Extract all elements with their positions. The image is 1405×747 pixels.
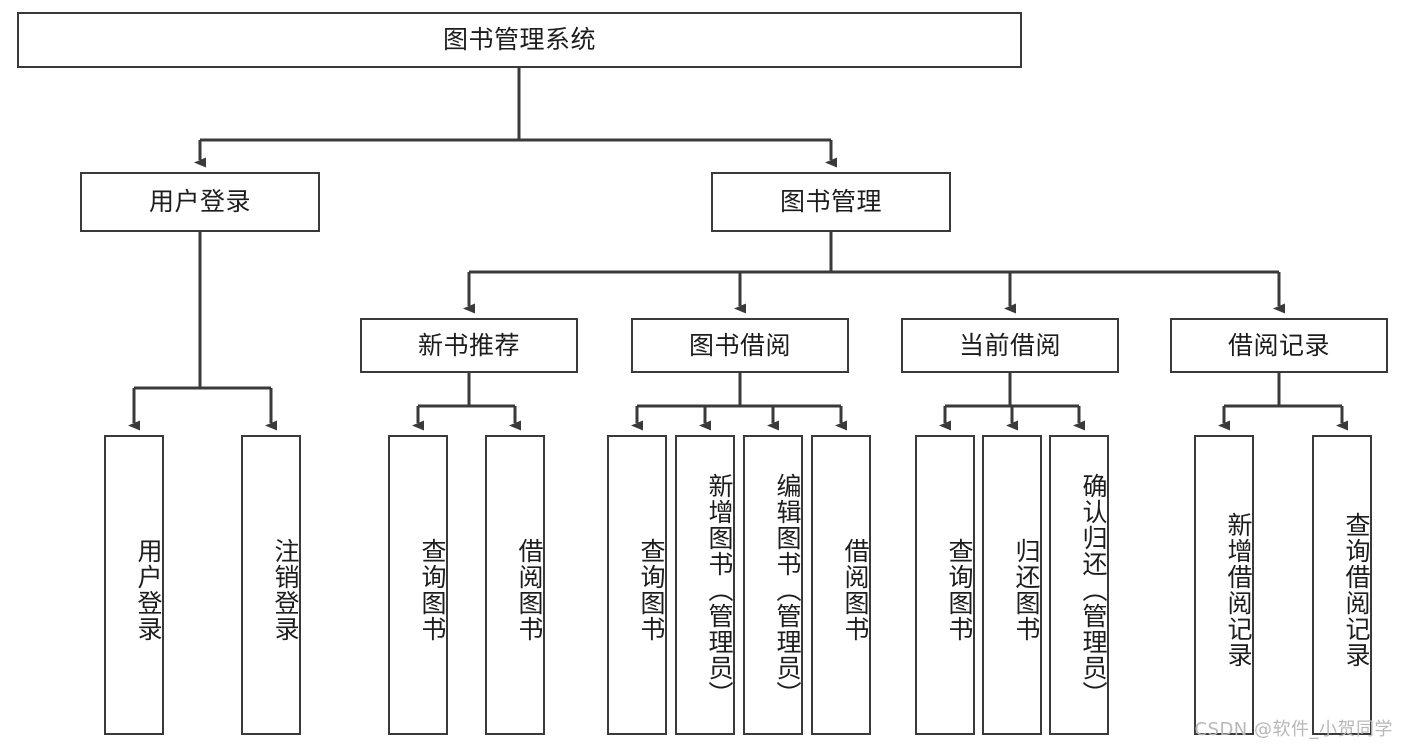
edge-borrowrecord-to-leaves xyxy=(1218,373,1348,431)
node-leaf-query-book-borrow-label: 查询图书 xyxy=(637,538,666,642)
node-book-manage[interactable]: 图书管理 xyxy=(711,172,951,232)
node-leaf-borrow-book-rec-label: 借阅图书 xyxy=(515,538,544,642)
node-leaf-query-book-rec[interactable]: 查询图书 xyxy=(388,435,448,735)
node-book-manage-label: 图书管理 xyxy=(779,187,882,216)
node-leaf-add-book-admin-label: 新增图书（管理员） xyxy=(705,473,734,707)
node-leaf-borrow-book-rec[interactable]: 借阅图书 xyxy=(485,435,545,735)
node-leaf-user-logout-label: 注销登录 xyxy=(271,538,300,642)
node-leaf-user-login[interactable]: 用户登录 xyxy=(104,435,164,735)
node-leaf-query-book-current-label: 查询图书 xyxy=(945,538,974,642)
node-leaf-user-login-label: 用户登录 xyxy=(134,538,163,642)
node-root[interactable]: 图书管理系统 xyxy=(17,12,1022,68)
csdn-watermark: CSDN @软件_小贺同学 xyxy=(1194,719,1393,740)
node-user-login[interactable]: 用户登录 xyxy=(80,172,320,232)
node-book-borrow[interactable]: 图书借阅 xyxy=(631,318,849,373)
node-leaf-add-book-admin[interactable]: 新增图书（管理员） xyxy=(675,435,735,735)
node-leaf-borrow-book[interactable]: 借阅图书 xyxy=(811,435,871,735)
node-leaf-add-borrow-record[interactable]: 新增借阅记录 xyxy=(1194,435,1254,735)
node-leaf-query-book-borrow[interactable]: 查询图书 xyxy=(607,435,667,735)
edge-bookmanage-to-level3 xyxy=(463,232,1285,314)
node-leaf-query-book-rec-label: 查询图书 xyxy=(418,538,447,642)
edge-root-to-level2 xyxy=(194,68,837,168)
node-current-borrow-label: 当前借阅 xyxy=(958,330,1061,360)
edge-newbook-to-leaves xyxy=(412,373,521,431)
edge-currentborrow-to-leaves xyxy=(939,373,1085,431)
node-borrow-record[interactable]: 借阅记录 xyxy=(1170,318,1388,373)
node-new-book-rec-label: 新书推荐 xyxy=(417,330,520,360)
node-current-borrow[interactable]: 当前借阅 xyxy=(901,318,1119,373)
node-leaf-query-borrow-record-label: 查询借阅记录 xyxy=(1342,512,1371,668)
node-user-login-label: 用户登录 xyxy=(148,187,251,216)
node-borrow-record-label: 借阅记录 xyxy=(1227,330,1330,360)
node-new-book-rec[interactable]: 新书推荐 xyxy=(360,318,578,373)
node-leaf-confirm-return-admin[interactable]: 确认归还（管理员） xyxy=(1049,435,1109,735)
node-leaf-add-borrow-record-label: 新增借阅记录 xyxy=(1224,512,1253,668)
node-leaf-query-borrow-record[interactable]: 查询借阅记录 xyxy=(1312,435,1372,735)
edge-userlogin-to-leaves xyxy=(128,232,277,431)
edge-bookborrow-to-leaves xyxy=(631,373,847,431)
node-leaf-return-book-label: 归还图书 xyxy=(1012,538,1041,642)
node-leaf-query-book-current[interactable]: 查询图书 xyxy=(915,435,975,735)
node-leaf-return-book[interactable]: 归还图书 xyxy=(982,435,1042,735)
node-leaf-confirm-return-admin-label: 确认归还（管理员） xyxy=(1079,473,1108,707)
node-root-label: 图书管理系统 xyxy=(442,25,596,54)
node-leaf-user-logout[interactable]: 注销登录 xyxy=(241,435,301,735)
node-book-borrow-label: 图书借阅 xyxy=(688,330,791,360)
node-leaf-edit-book-admin-label: 编辑图书（管理员） xyxy=(773,473,802,707)
node-leaf-borrow-book-label: 借阅图书 xyxy=(841,538,870,642)
node-leaf-edit-book-admin[interactable]: 编辑图书（管理员） xyxy=(743,435,803,735)
